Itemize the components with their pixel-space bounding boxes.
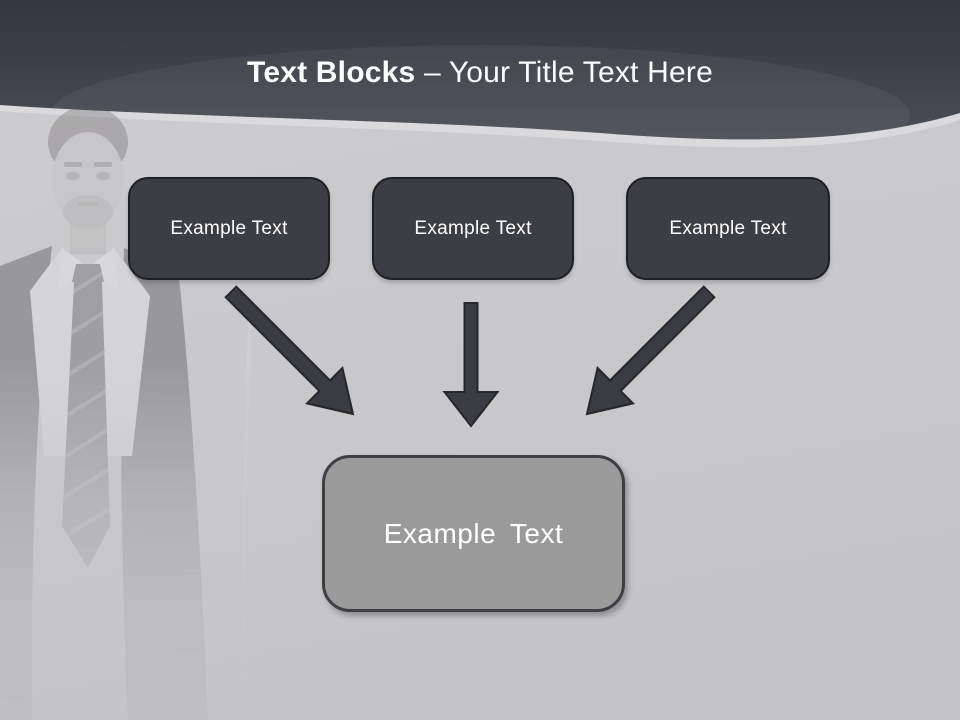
shirt: [30, 248, 150, 456]
source-box-1[interactable]: Example Text: [128, 177, 330, 280]
source-box-3[interactable]: Example Text: [626, 177, 830, 280]
eye-right: [96, 172, 110, 180]
source-box-2-label: Example Text: [414, 217, 532, 239]
businessman-photo: [0, 96, 280, 720]
header-banner: [0, 0, 960, 140]
suit-right: [121, 248, 208, 720]
target-box[interactable]: Example Text: [322, 455, 625, 612]
face: [52, 132, 124, 228]
header-glow: [50, 45, 910, 140]
slide-title: Text Blocks – Your Title Text Here: [0, 56, 960, 90]
mouth: [78, 202, 98, 206]
beard: [63, 195, 113, 229]
target-box-label: Example Text: [383, 517, 564, 549]
suit-left: [0, 246, 52, 720]
neck: [70, 216, 106, 254]
arrow-down-left-icon: [585, 285, 716, 416]
hair: [48, 106, 128, 178]
eye-left: [66, 172, 80, 180]
slide-title-rest: – Your Title Text Here: [423, 56, 713, 89]
tie: [62, 264, 110, 568]
slide-title-bold: Text Blocks: [247, 56, 416, 89]
arrow-down-icon: [442, 302, 500, 428]
collar-right: [88, 248, 118, 292]
source-box-1-label: Example Text: [170, 217, 288, 239]
source-box-3-label: Example Text: [669, 217, 787, 239]
eyebrow-left: [64, 162, 82, 167]
background-streak: [242, 305, 252, 720]
source-box-2[interactable]: Example Text: [372, 177, 574, 280]
collar-left: [58, 248, 88, 292]
eyebrow-right: [94, 162, 112, 167]
